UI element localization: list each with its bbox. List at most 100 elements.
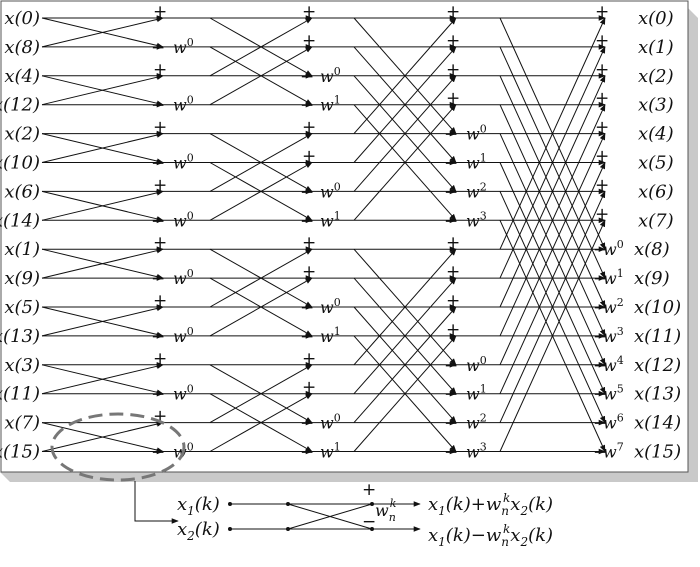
plus-sign: + bbox=[446, 320, 460, 340]
butterfly-cross bbox=[41, 132, 164, 163]
minus-sign: − bbox=[300, 182, 314, 202]
output-label: x(12) bbox=[634, 355, 681, 376]
butterfly-cross bbox=[209, 133, 313, 192]
twiddle-label: w3 bbox=[466, 209, 487, 230]
butterfly-cross bbox=[41, 16, 164, 48]
output-label: x(10) bbox=[634, 297, 681, 318]
butterfly-cross bbox=[353, 75, 457, 192]
twiddle-label: w3 bbox=[466, 441, 487, 462]
input-label: x(8) bbox=[4, 37, 40, 58]
input-label: x(3) bbox=[4, 355, 40, 376]
butterfly-cross bbox=[209, 364, 313, 424]
input-label: x(7) bbox=[4, 413, 40, 434]
butterfly-cross bbox=[209, 277, 313, 337]
plus-sign: + bbox=[595, 2, 609, 22]
butterfly-cross bbox=[209, 162, 313, 221]
butterfly-cross bbox=[353, 277, 457, 395]
twiddle-label: w1 bbox=[320, 209, 341, 230]
plus-sign: + bbox=[153, 175, 167, 195]
minus-sign: − bbox=[593, 414, 607, 434]
legend-node bbox=[370, 527, 374, 531]
twiddle-label: w0 bbox=[320, 65, 341, 86]
twiddle-label: w1 bbox=[466, 383, 487, 404]
plus-sign: + bbox=[595, 175, 609, 195]
twiddle-label: w0 bbox=[173, 383, 194, 404]
pointer-arrow bbox=[134, 481, 179, 524]
output-label: x(2) bbox=[638, 66, 674, 87]
plus-sign: + bbox=[302, 262, 316, 282]
plus-sign: + bbox=[595, 147, 609, 167]
twiddle-label: w5 bbox=[603, 383, 624, 404]
input-label: x(14) bbox=[0, 210, 40, 231]
plus-sign: + bbox=[302, 349, 316, 369]
minus-sign: − bbox=[444, 356, 458, 376]
minus-sign: − bbox=[593, 269, 607, 289]
minus-sign: − bbox=[593, 327, 607, 347]
legend-node bbox=[286, 502, 290, 506]
plus-sign: + bbox=[595, 118, 609, 138]
legend-node bbox=[370, 502, 374, 506]
plus-sign: + bbox=[595, 31, 609, 51]
legend-minus-sign: − bbox=[362, 512, 376, 532]
minus-sign: − bbox=[151, 385, 165, 405]
minus-sign: − bbox=[300, 414, 314, 434]
output-label: x(7) bbox=[638, 210, 674, 231]
plus-sign: + bbox=[153, 233, 167, 253]
twiddle-label: w0 bbox=[173, 152, 194, 173]
plus-sign: + bbox=[153, 2, 167, 22]
plus-sign: + bbox=[446, 31, 460, 51]
minus-sign: − bbox=[300, 67, 314, 87]
butterfly-cross bbox=[353, 306, 457, 423]
butterfly-cross bbox=[499, 161, 606, 394]
butterfly-cross bbox=[353, 104, 457, 221]
input-label: x(2) bbox=[4, 124, 40, 145]
output-label: x(15) bbox=[634, 442, 681, 463]
legend-cross bbox=[287, 503, 373, 530]
butterfly-cross bbox=[353, 248, 457, 366]
output-label: x(8) bbox=[634, 239, 670, 260]
twiddle-label: w1 bbox=[320, 94, 341, 115]
plus-sign: + bbox=[302, 233, 316, 253]
plus-sign: + bbox=[446, 262, 460, 282]
butterfly-cross bbox=[353, 46, 457, 163]
input-label: x(4) bbox=[4, 66, 40, 87]
twiddle-label: w1 bbox=[320, 325, 341, 346]
minus-sign: − bbox=[593, 443, 607, 463]
connections bbox=[41, 15, 606, 455]
minus-sign: − bbox=[151, 211, 165, 231]
minus-sign: − bbox=[300, 298, 314, 318]
input-label: x(1) bbox=[4, 239, 40, 260]
twiddle-label: w0 bbox=[603, 238, 624, 259]
plus-sign: + bbox=[595, 89, 609, 109]
twiddle-label: w0 bbox=[320, 412, 341, 433]
output-label: x(4) bbox=[638, 124, 674, 145]
butterfly-cross bbox=[41, 363, 164, 395]
twiddle-label: w2 bbox=[466, 412, 487, 433]
butterfly-cross bbox=[41, 190, 164, 221]
legend-output-bottom: x1(k)−wnkx2(k) bbox=[428, 522, 553, 549]
twiddle-label: w2 bbox=[603, 296, 624, 317]
minus-sign: − bbox=[444, 414, 458, 434]
minus-sign: − bbox=[444, 385, 458, 405]
butterfly-cross bbox=[499, 190, 606, 423]
twiddle-label: w0 bbox=[466, 123, 487, 144]
plus-sign: + bbox=[302, 378, 316, 398]
input-label: x(12) bbox=[0, 95, 40, 116]
plus-sign: + bbox=[595, 204, 609, 224]
output-label: x(14) bbox=[634, 413, 681, 434]
minus-sign: − bbox=[593, 240, 607, 260]
butterfly-cross bbox=[41, 305, 164, 337]
output-label: x(11) bbox=[634, 326, 681, 347]
butterfly-cross bbox=[41, 74, 164, 106]
minus-sign: − bbox=[444, 443, 458, 463]
legend-output-top: x1(k)+wnkx2(k) bbox=[428, 491, 553, 518]
butterfly-cross bbox=[499, 219, 606, 452]
plus-sign: + bbox=[153, 118, 167, 138]
legend-node bbox=[286, 527, 290, 531]
minus-sign: − bbox=[593, 298, 607, 318]
plus-sign: + bbox=[446, 89, 460, 109]
input-label: x(0) bbox=[4, 8, 40, 29]
twiddle-label: w0 bbox=[173, 209, 194, 230]
